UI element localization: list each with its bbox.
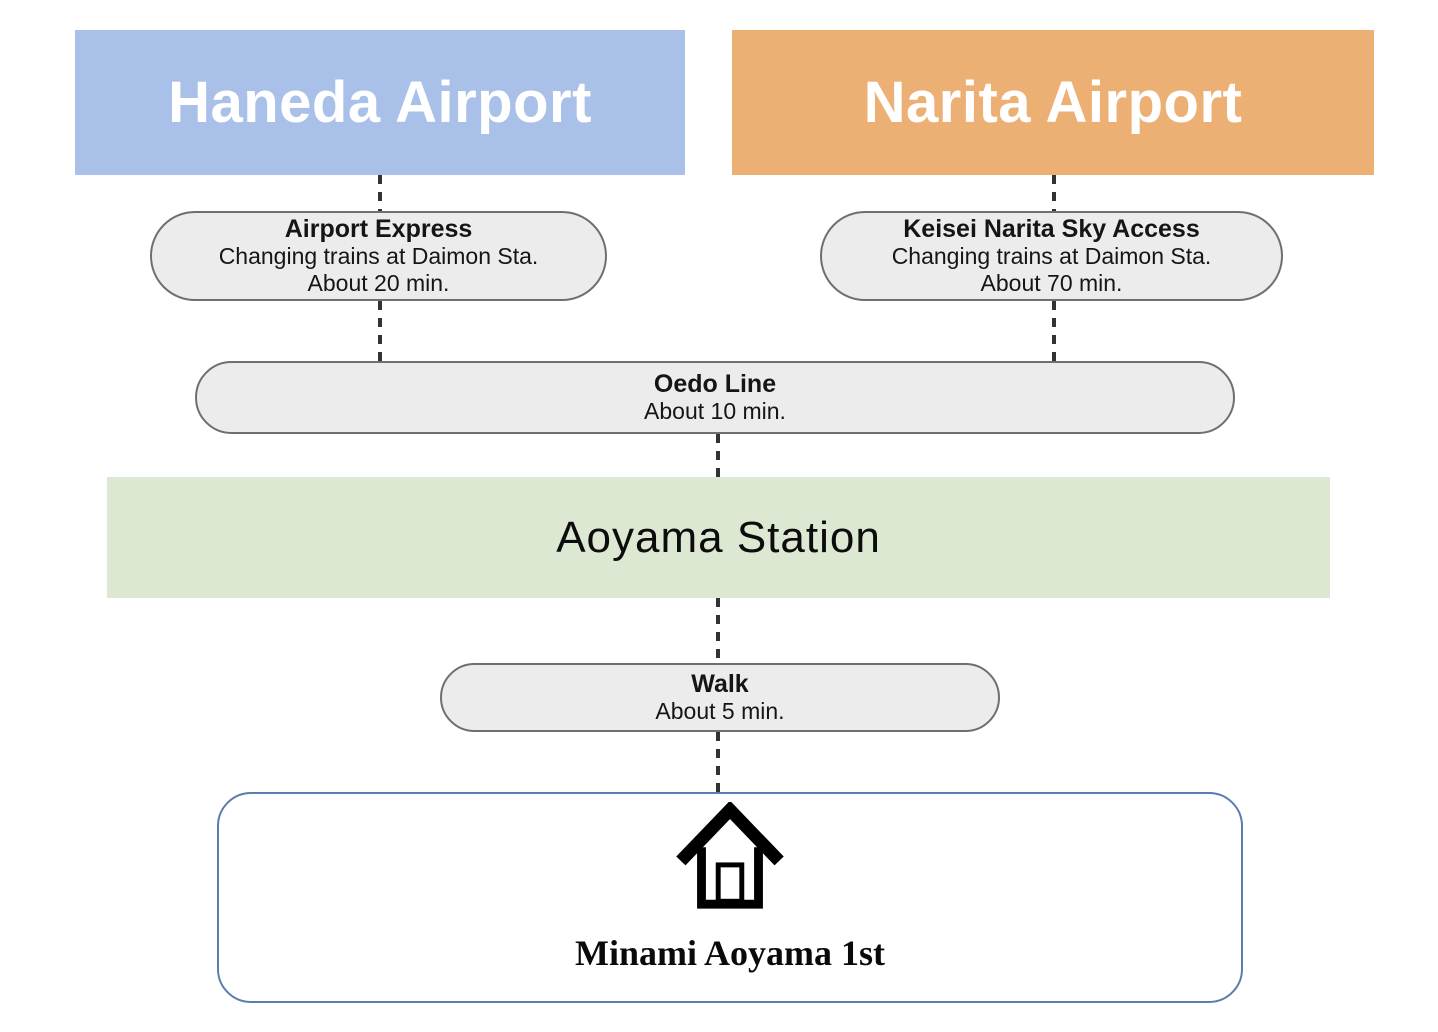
keisei-sky-access-detail: Changing trains at Daimon Sta.	[891, 243, 1212, 270]
dashed-connector-walk-to-destination	[716, 732, 720, 792]
aoyama-station-label: Aoyama Station	[556, 512, 881, 562]
aoyama-station-box: Aoyama Station	[107, 477, 1330, 598]
oedo-line-duration: About 10 min.	[644, 398, 786, 425]
haneda-airport-label: Haneda Airport	[168, 70, 592, 135]
keisei-sky-access-step: Keisei Narita Sky Access Changing trains…	[820, 211, 1283, 301]
dashed-connector-keisei-to-oedo	[1052, 301, 1056, 361]
keisei-sky-access-title: Keisei Narita Sky Access	[903, 214, 1200, 243]
narita-airport-box: Narita Airport	[732, 30, 1374, 175]
walk-step: Walk About 5 min.	[440, 663, 1000, 732]
dashed-connector-narita-to-keisei	[1052, 175, 1056, 211]
house-icon	[676, 802, 784, 909]
oedo-line-step: Oedo Line About 10 min.	[195, 361, 1235, 434]
dashed-connector-express-to-oedo	[378, 301, 382, 361]
airport-express-detail: Changing trains at Daimon Sta.	[218, 243, 539, 270]
destination-box: Minami Aoyama 1st	[217, 792, 1243, 1003]
haneda-airport-box: Haneda Airport	[75, 30, 685, 175]
oedo-line-title: Oedo Line	[653, 369, 777, 398]
keisei-sky-access-duration: About 70 min.	[980, 270, 1123, 297]
airport-express-step: Airport Express Changing trains at Daimo…	[150, 211, 607, 301]
dashed-connector-oedo-to-station	[716, 434, 720, 477]
destination-label: Minami Aoyama 1st	[575, 933, 885, 973]
walk-duration: About 5 min.	[655, 698, 785, 725]
narita-airport-label: Narita Airport	[863, 70, 1243, 135]
dashed-connector-haneda-to-express	[378, 175, 382, 211]
airport-express-title: Airport Express	[284, 214, 473, 243]
walk-title: Walk	[691, 669, 749, 698]
dashed-connector-station-to-walk	[716, 598, 720, 663]
airport-express-duration: About 20 min.	[307, 270, 450, 297]
